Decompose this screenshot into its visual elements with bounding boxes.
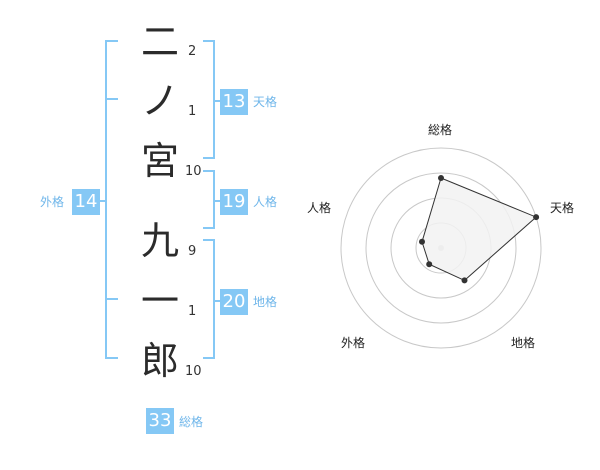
sou-label: 総格 [179, 415, 204, 429]
stroke-count-6: 10 [185, 364, 202, 379]
radar-point-1 [438, 175, 444, 181]
ten-bracket [203, 40, 215, 159]
bracket-lines [92, 40, 224, 359]
radar-label-jin: 人格 [307, 201, 332, 215]
radar-point-2 [533, 214, 540, 221]
name-char-1: 二 [140, 20, 179, 64]
jin-label: 人格 [253, 195, 278, 209]
radar-point-3 [461, 277, 468, 284]
radar-label-ten: 天格 [550, 201, 575, 215]
radar-ring-3 [365, 172, 517, 324]
sou-badge: 33 [146, 408, 174, 434]
name-char-5: 一 [140, 279, 179, 323]
name-char-2: ノ [140, 79, 179, 123]
jin-badge: 19 [220, 189, 248, 215]
name-char-4: 九 [140, 219, 179, 263]
radar-point-5 [419, 238, 425, 245]
radar-point-4 [426, 261, 433, 268]
radar-ring-4 [340, 147, 542, 349]
radar-polygon [421, 177, 538, 281]
radar-chart [340, 147, 542, 349]
gai-badge: 14 [72, 189, 100, 215]
gai-label: 外格 [40, 195, 65, 209]
chi-badge: 20 [220, 289, 248, 315]
ten-label: 天格 [253, 95, 278, 109]
ten-badge: 13 [220, 89, 248, 115]
name-char-6: 郎 [140, 339, 179, 383]
radar-label-gai: 外格 [341, 336, 366, 350]
jin-bracket [203, 170, 215, 229]
stroke-count-5: 1 [188, 304, 197, 319]
stroke-count-3: 10 [185, 164, 202, 179]
chi-label: 地格 [253, 295, 278, 309]
radar-label-sou: 総格 [428, 123, 453, 137]
gai-bracket [105, 40, 118, 359]
stroke-count-4: 9 [188, 244, 197, 259]
stroke-count-1: 2 [188, 44, 197, 59]
stroke-count-2: 1 [188, 104, 197, 119]
name-char-3: 宮 [140, 139, 179, 183]
chi-bracket [203, 239, 215, 359]
radar-label-chi: 地格 [511, 336, 536, 350]
